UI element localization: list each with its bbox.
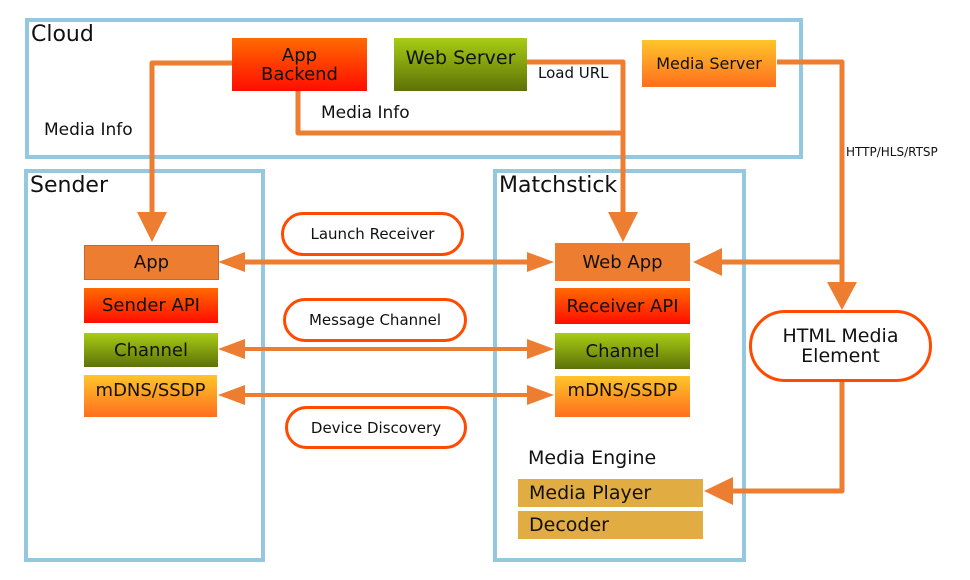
sender-app-box: App: [84, 245, 219, 280]
streaming-protocol-label: HTTP/HLS/RTSP: [846, 145, 938, 159]
decoder-box: Decoder: [518, 511, 703, 539]
web-app-label: Web App: [582, 251, 663, 273]
message-channel-pill: Message Channel: [283, 298, 467, 342]
sender-discovery-box: mDNS/SSDP: [84, 375, 217, 417]
decoder-label: Decoder: [529, 513, 609, 536]
sender-channel-label: Channel: [114, 339, 188, 361]
connector-html-media-to-player: [730, 382, 845, 494]
matchstick-title: Matchstick: [499, 173, 618, 198]
sender-api-box: Sender API: [84, 288, 218, 323]
web-server-box: Web Server: [394, 38, 527, 91]
media-engine-label: Media Engine: [528, 447, 657, 469]
sender-title: Sender: [30, 173, 108, 198]
load-url-label: Load URL: [538, 64, 609, 82]
receiver-channel-label: Channel: [585, 340, 660, 362]
device-discovery-pill: Device Discovery: [285, 406, 467, 449]
html-media-element-label: HTML Media Element: [782, 325, 899, 367]
media-server-box: Media Server: [642, 40, 776, 87]
arrowhead-html-media-top: [827, 282, 857, 310]
receiver-api-box: Receiver API: [555, 288, 690, 324]
app-backend-label: App Backend: [261, 44, 338, 85]
html-media-element-pill: HTML Media Element: [749, 310, 932, 382]
receiver-api-label: Receiver API: [566, 295, 679, 317]
media-player-box: Media Player: [518, 479, 703, 507]
launch-receiver-label: Launch Receiver: [310, 225, 435, 243]
media-info-label-sender: Media Info: [44, 120, 133, 140]
launch-receiver-pill: Launch Receiver: [281, 212, 464, 256]
media-player-label: Media Player: [529, 481, 652, 504]
web-server-label: Web Server: [405, 47, 516, 69]
sender-group: Sender: [24, 169, 265, 562]
device-discovery-label: Device Discovery: [310, 418, 442, 437]
web-app-box: Web App: [555, 243, 690, 281]
message-channel-label: Message Channel: [308, 311, 442, 329]
cloud-title: Cloud: [31, 22, 94, 47]
sender-api-label: Sender API: [101, 295, 200, 316]
sender-app-label: App: [133, 252, 170, 273]
media-server-label: Media Server: [656, 54, 762, 73]
sender-discovery-label: mDNS/SSDP: [95, 380, 206, 401]
media-info-label-receiver: Media Info: [321, 103, 410, 123]
app-backend-box: App Backend: [232, 38, 367, 91]
sender-channel-box: Channel: [84, 333, 218, 367]
receiver-discovery-label: mDNS/SSDP: [567, 380, 678, 401]
receiver-channel-box: Channel: [555, 333, 690, 369]
receiver-discovery-box: mDNS/SSDP: [555, 376, 690, 417]
